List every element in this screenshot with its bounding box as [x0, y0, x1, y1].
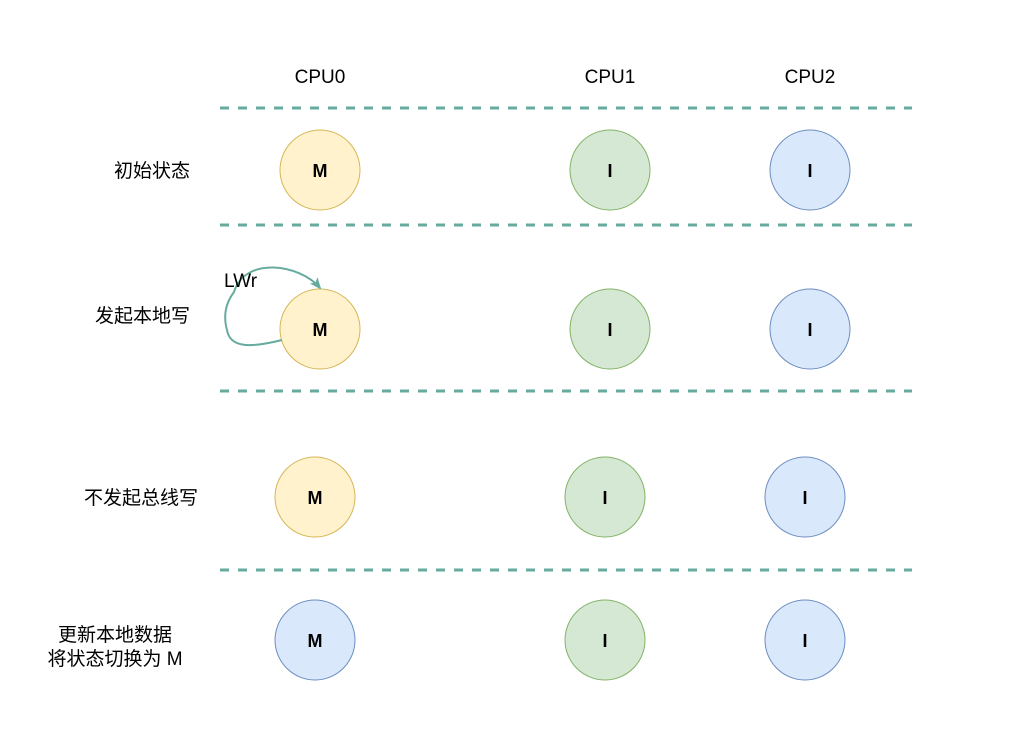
loop-arrow-path — [224, 266, 322, 347]
state-circle — [564, 599, 646, 681]
cache-state-node: I — [764, 456, 846, 538]
state-label: I — [602, 488, 607, 508]
column-header-cpu2: CPU2 — [785, 67, 836, 88]
state-circle — [769, 288, 851, 370]
state-label: I — [807, 161, 812, 181]
state-circle — [769, 129, 851, 211]
cache-state-node: M — [279, 288, 361, 370]
cache-state-node: M — [279, 129, 361, 211]
loop-arrow: LWr — [224, 266, 322, 347]
state-circle — [764, 599, 846, 681]
cache-state-node: M — [274, 599, 356, 681]
row-label: 不发起总线写 — [84, 487, 198, 509]
cache-state-node: I — [564, 599, 646, 681]
column-header-cpu1: CPU1 — [585, 67, 636, 88]
row-label: 初始状态 — [114, 160, 190, 182]
cache-state-node: I — [764, 599, 846, 681]
loop-arrow-label: LWr — [224, 271, 258, 292]
cache-state-node: I — [769, 129, 851, 211]
state-label: I — [802, 488, 807, 508]
state-circle — [564, 456, 646, 538]
state-label: M — [313, 320, 328, 340]
state-label: I — [602, 631, 607, 651]
state-label: I — [807, 320, 812, 340]
state-circle — [569, 129, 651, 211]
row-label: 更新本地数据 — [58, 624, 172, 646]
state-circle — [274, 599, 356, 681]
cache-state-node: I — [564, 456, 646, 538]
cache-state-node: I — [569, 129, 651, 211]
state-label: I — [607, 161, 612, 181]
row-label: 发起本地写 — [95, 305, 190, 327]
state-circle — [569, 288, 651, 370]
cache-state-node: I — [569, 288, 651, 370]
state-circle — [279, 129, 361, 211]
cache-states: M I I M I I M I I M I I — [274, 129, 851, 681]
cache-state-node: I — [769, 288, 851, 370]
state-label: I — [607, 320, 612, 340]
column-headers: CPU0 CPU1 CPU2 — [295, 67, 836, 88]
state-label: M — [308, 488, 323, 508]
cache-state-node: M — [274, 456, 356, 538]
column-header-cpu0: CPU0 — [295, 67, 346, 88]
row-dividers — [220, 106, 912, 572]
state-label: M — [313, 161, 328, 181]
state-label: I — [802, 631, 807, 651]
state-circle — [764, 456, 846, 538]
row-label: 将状态切换为 M — [47, 648, 182, 670]
state-label: M — [308, 631, 323, 651]
state-circle — [274, 456, 356, 538]
